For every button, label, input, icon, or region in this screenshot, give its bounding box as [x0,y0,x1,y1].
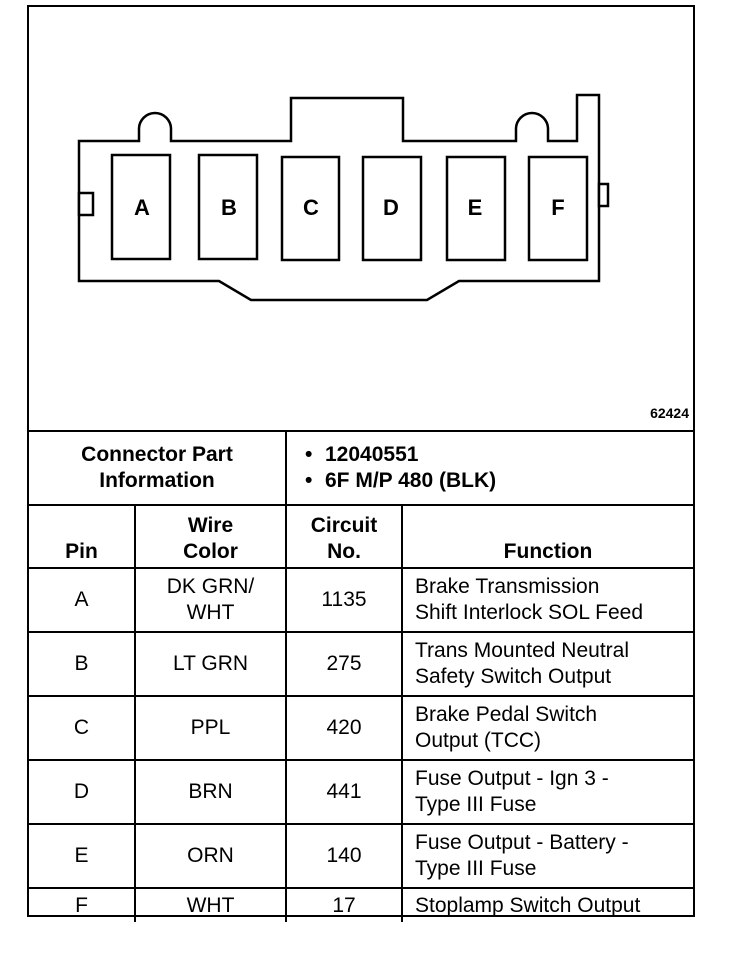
table-row: E ORN 140 Fuse Output - Battery - Type I… [29,823,693,889]
header-function: Function [401,504,693,569]
left-latch [77,191,95,217]
pin-label-f: F [551,195,564,220]
pin-label-d: D [383,195,399,220]
connector-info-label: Connector Part Information [29,430,287,506]
pin-cell: A [29,567,136,633]
cavity-f [527,155,589,262]
wire-color-cell: DK GRN/ WHT [134,567,287,633]
connector-part-number: 12040551 [305,442,693,468]
header-wire-color: Wire Color [134,504,287,569]
pin-label-b: B [221,195,237,220]
function-cell: Trans Mounted Neutral Safety Switch Outp… [401,631,693,697]
right-latch [597,182,610,208]
wire-color-cell: WHT [134,887,287,922]
connector-description: 6F M/P 480 (BLK) [305,468,693,494]
connector-pin-table: Connector Part Information 12040551 6F M… [29,430,693,922]
header-circuit-no: Circuit No. [285,504,403,569]
wire-color-cell: BRN [134,759,287,825]
cavity-a [110,153,172,261]
function-cell: Stoplamp Switch Output [401,887,693,922]
function-cell: Fuse Output - Ign 3 - Type III Fuse [401,759,693,825]
pin-cell: B [29,631,136,697]
table-row: F WHT 17 Stoplamp Switch Output [29,887,693,922]
connector-info-row: Connector Part Information 12040551 6F M… [29,430,693,506]
cavity-b [197,153,259,261]
table-row: C PPL 420 Brake Pedal Switch Output (TCC… [29,695,693,761]
connector-sheet: A B C D E F 62424 Connector Part Informa… [27,5,695,922]
wire-color-cell: LT GRN [134,631,287,697]
circuit-cell: 140 [285,823,403,889]
connector-face-diagram: A B C D E F [77,93,610,302]
pin-cell: F [29,887,136,922]
circuit-cell: 420 [285,695,403,761]
table-row: A DK GRN/ WHT 1135 Brake Transmission Sh… [29,567,693,633]
function-cell: Fuse Output - Battery - Type III Fuse [401,823,693,889]
pin-label-c: C [303,195,319,220]
figure-id: 62424 [650,405,689,421]
circuit-cell: 1135 [285,567,403,633]
connector-info-values: 12040551 6F M/P 480 (BLK) [285,430,693,506]
pin-cell: D [29,759,136,825]
table-row: D BRN 441 Fuse Output - Ign 3 - Type III… [29,759,693,825]
circuit-cell: 441 [285,759,403,825]
pin-label-a: A [134,195,150,220]
table-header-row: Pin Wire Color Circuit No. Function [29,504,693,569]
circuit-cell: 17 [285,887,403,922]
cavity-c [280,155,341,262]
pin-cell: E [29,823,136,889]
wire-color-cell: PPL [134,695,287,761]
function-cell: Brake Pedal Switch Output (TCC) [401,695,693,761]
function-cell: Brake Transmission Shift Interlock SOL F… [401,567,693,633]
wire-color-cell: ORN [134,823,287,889]
circuit-cell: 275 [285,631,403,697]
cavity-e [445,155,507,262]
pin-label-e: E [468,195,483,220]
connector-outline [77,93,601,302]
cavity-d [361,155,423,262]
table-row: B LT GRN 275 Trans Mounted Neutral Safet… [29,631,693,697]
header-pin: Pin [29,504,136,569]
pin-cell: C [29,695,136,761]
